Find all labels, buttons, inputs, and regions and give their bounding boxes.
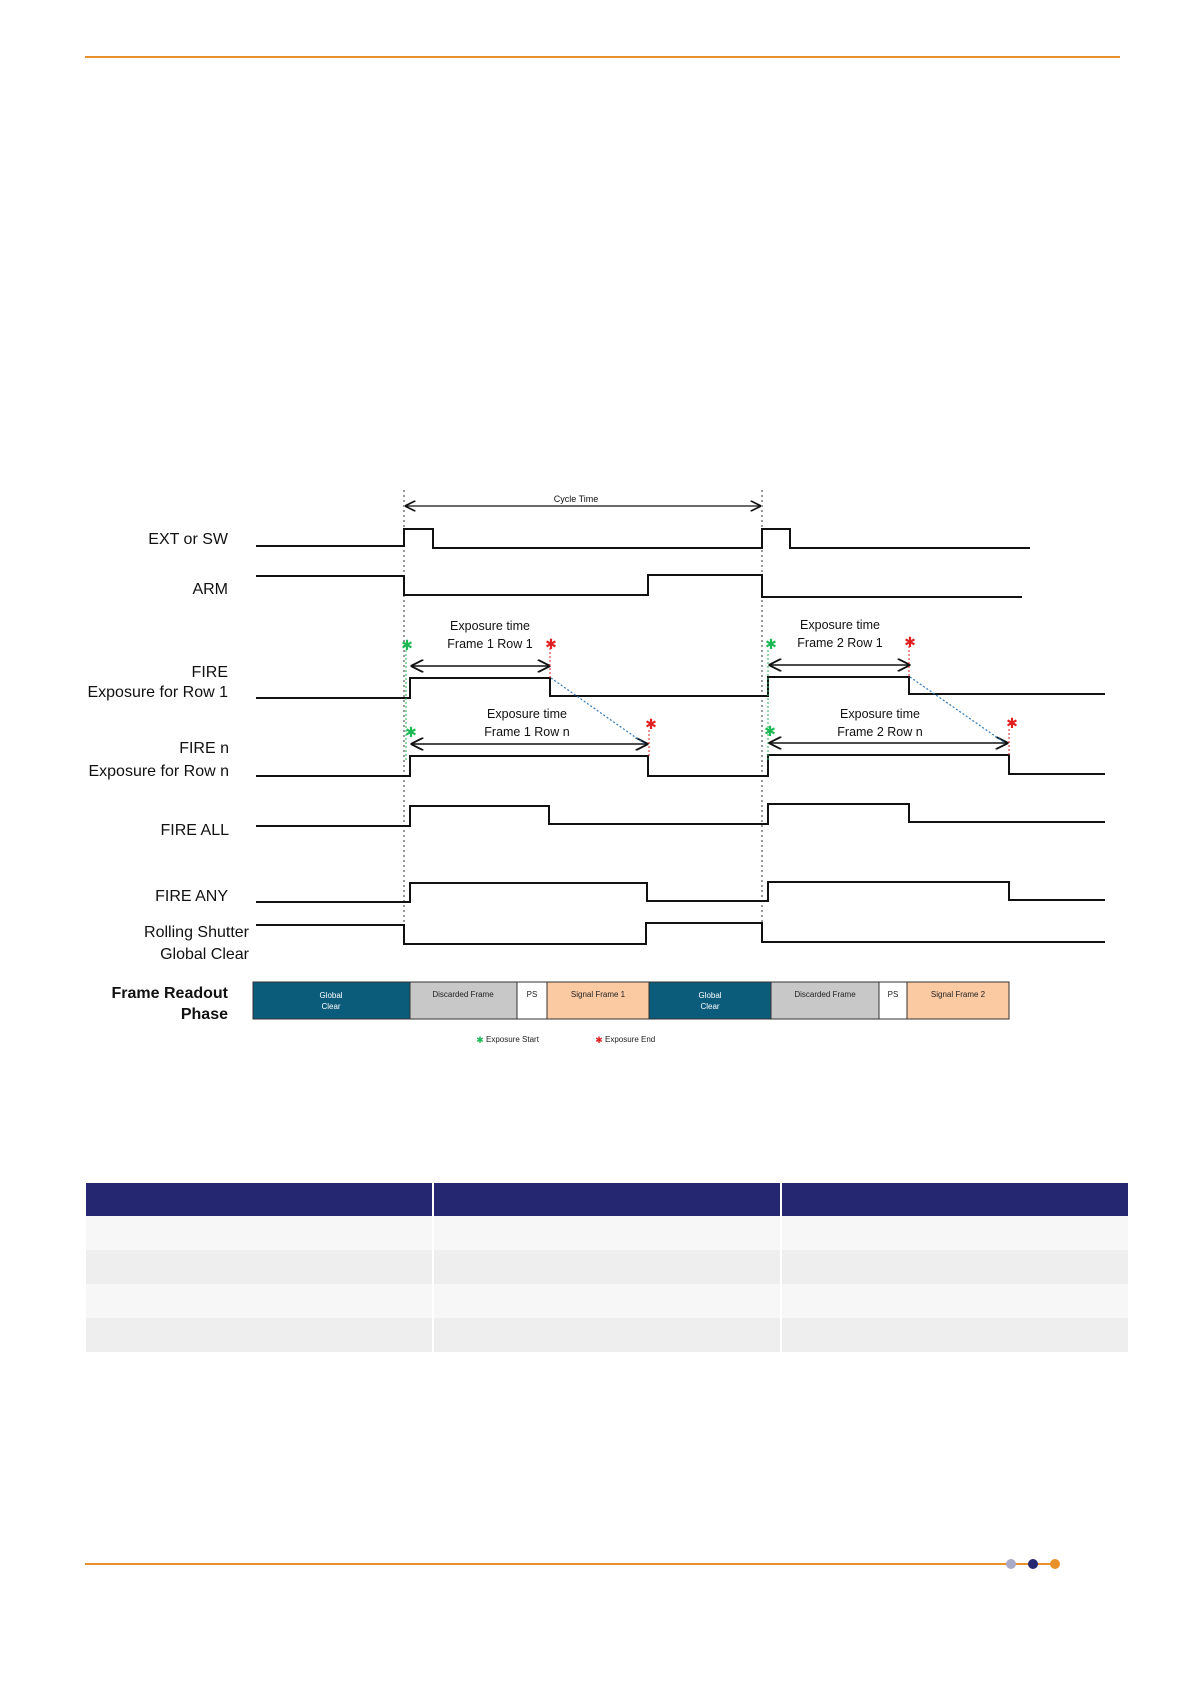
timing-diagram: Cycle Time EXT or SW ARM FIRE Exposure f… bbox=[87, 490, 1105, 1046]
legend-end-icon: ✱ bbox=[595, 1036, 603, 1046]
header-rule bbox=[85, 56, 1120, 58]
segment-global-clear-1-line2: Clear bbox=[321, 1002, 340, 1011]
label-exposure-row-1: Exposure for Row 1 bbox=[87, 684, 228, 701]
waveform-rolling-shutter-global-clear bbox=[256, 922, 1105, 945]
annotation-f2-rown-line2: Frame 2 Row n bbox=[837, 725, 922, 739]
data-table bbox=[86, 1183, 1128, 1352]
annotation-f1-row1-line2: Frame 1 Row 1 bbox=[447, 637, 532, 651]
label-fire-n: FIRE n bbox=[179, 740, 229, 757]
exposure-start-marker-icon: ✱ bbox=[401, 638, 413, 654]
footer-dots bbox=[1006, 1559, 1060, 1569]
legend-start-icon: ✱ bbox=[476, 1036, 484, 1046]
table-cell bbox=[779, 1318, 1128, 1352]
table-cell bbox=[779, 1250, 1128, 1284]
footer-dot-icon bbox=[1006, 1559, 1016, 1569]
footer-dot-icon bbox=[1028, 1559, 1038, 1569]
label-arm: ARM bbox=[192, 581, 228, 598]
exposure-start-marker-icon: ✱ bbox=[765, 637, 777, 653]
rolling-delay-line-f1 bbox=[550, 677, 646, 745]
segment-global-clear-1-line1: Global bbox=[319, 991, 342, 1000]
footer-dot-icon bbox=[1050, 1559, 1060, 1569]
annotation-f1-rown-line2: Frame 1 Row n bbox=[484, 725, 569, 739]
table-row bbox=[86, 1216, 1128, 1250]
label-exposure-row-n: Exposure for Row n bbox=[88, 763, 229, 780]
table-cell bbox=[432, 1284, 781, 1318]
table-cell bbox=[432, 1250, 781, 1284]
table-row bbox=[86, 1250, 1128, 1284]
table-cell bbox=[86, 1318, 434, 1352]
table-cell bbox=[86, 1250, 434, 1284]
cycle-time-label: Cycle Time bbox=[554, 494, 599, 504]
segment-global-clear-1 bbox=[252, 981, 411, 1020]
annotation-f1-row1-line1: Exposure time bbox=[450, 619, 530, 633]
exposure-end-marker-icon: ✱ bbox=[1006, 716, 1018, 732]
footer-rule bbox=[85, 1563, 1053, 1565]
table-header-cell bbox=[779, 1183, 1128, 1216]
segment-ps-1 bbox=[516, 981, 548, 1020]
rolling-delay-line-f2 bbox=[909, 676, 1006, 744]
table-cell bbox=[779, 1284, 1128, 1318]
label-fire-any: FIRE ANY bbox=[155, 888, 228, 905]
readout-phase-bar: Global Clear Discarded Frame PS Signal F… bbox=[252, 981, 1010, 1020]
table-cell bbox=[779, 1216, 1128, 1250]
segment-global-clear-2 bbox=[648, 981, 772, 1020]
waveform-fire-row-n bbox=[256, 754, 1105, 777]
segment-ps-1-label: PS bbox=[527, 990, 538, 999]
legend-exposure-start: Exposure Start bbox=[486, 1035, 540, 1044]
label-global-clear: Global Clear bbox=[160, 946, 250, 963]
segment-discarded-1 bbox=[409, 981, 518, 1020]
segment-ps-2 bbox=[878, 981, 908, 1020]
label-frame-readout: Frame Readout bbox=[112, 985, 229, 1002]
label-fire: FIRE bbox=[192, 664, 228, 681]
segment-signal-1 bbox=[546, 981, 650, 1020]
table-header-cell bbox=[86, 1183, 434, 1216]
table-header-row bbox=[86, 1183, 1128, 1216]
annotation-f2-row1-line1: Exposure time bbox=[800, 618, 880, 632]
waveform-arm bbox=[256, 574, 1022, 598]
label-fire-all: FIRE ALL bbox=[161, 822, 230, 839]
segment-signal-2 bbox=[906, 981, 1010, 1020]
exposure-start-marker-icon: ✱ bbox=[405, 725, 417, 741]
legend-exposure-end: Exposure End bbox=[605, 1035, 655, 1044]
segment-global-clear-2-line1: Global bbox=[698, 991, 721, 1000]
exposure-end-marker-icon: ✱ bbox=[645, 717, 657, 733]
table-cell bbox=[86, 1284, 434, 1318]
segment-discarded-2 bbox=[770, 981, 880, 1020]
waveform-fire-all bbox=[256, 803, 1105, 827]
segment-signal-2-label: Signal Frame 2 bbox=[931, 990, 986, 999]
segment-discarded-1-label: Discarded Frame bbox=[432, 990, 494, 999]
segment-global-clear-2-line2: Clear bbox=[700, 1002, 719, 1011]
annotation-f1-rown-line1: Exposure time bbox=[487, 707, 567, 721]
table-cell bbox=[432, 1318, 781, 1352]
label-phase: Phase bbox=[181, 1006, 228, 1023]
table-row bbox=[86, 1284, 1128, 1318]
exposure-end-marker-icon: ✱ bbox=[904, 635, 916, 651]
waveform-ext-or-sw bbox=[256, 528, 1030, 549]
segment-ps-2-label: PS bbox=[888, 990, 899, 999]
waveform-fire-row-1 bbox=[256, 676, 1105, 699]
exposure-end-marker-icon: ✱ bbox=[545, 637, 557, 653]
segment-discarded-2-label: Discarded Frame bbox=[794, 990, 856, 999]
waveform-fire-any bbox=[256, 881, 1105, 903]
label-ext-or-sw: EXT or SW bbox=[148, 531, 229, 548]
label-rolling-shutter: Rolling Shutter bbox=[144, 924, 250, 941]
segment-signal-1-label: Signal Frame 1 bbox=[571, 990, 626, 999]
table-row bbox=[86, 1318, 1128, 1352]
table-header-cell bbox=[432, 1183, 781, 1216]
annotation-f2-rown-line1: Exposure time bbox=[840, 707, 920, 721]
annotation-f2-row1-line2: Frame 2 Row 1 bbox=[797, 636, 882, 650]
table-cell bbox=[432, 1216, 781, 1250]
table-cell bbox=[86, 1216, 434, 1250]
exposure-start-marker-icon: ✱ bbox=[764, 724, 776, 740]
